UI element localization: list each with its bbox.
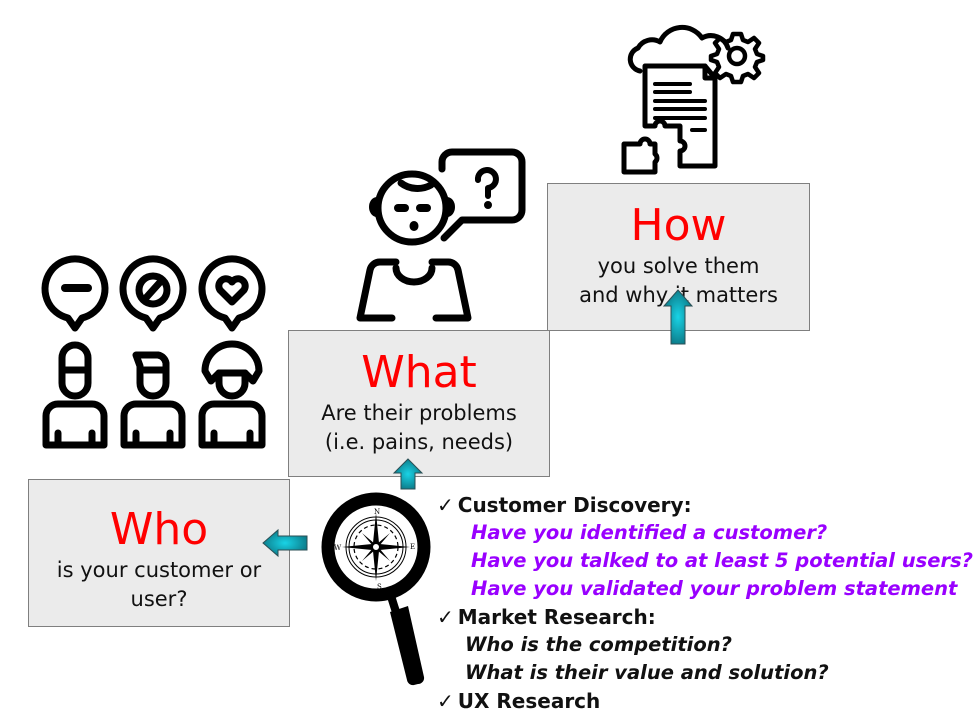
question-item: Who is the competition? <box>465 633 732 656</box>
cloud-document-gear-puzzle-icon <box>620 24 770 176</box>
section-market-research: ✓Market Research: <box>437 603 955 631</box>
section-heading: Customer Discovery: <box>457 493 692 517</box>
question-item: What is their value and solution? <box>465 661 829 684</box>
question-item: Have you identified a customer? <box>471 521 828 544</box>
how-title: How <box>630 200 727 251</box>
section-customer-discovery: ✓Customer Discovery: <box>437 491 955 519</box>
who-subtitle-line-1: is your customer or <box>56 558 262 582</box>
arrow-up-to-how <box>662 289 694 345</box>
magnifier-compass-icon: N E W S <box>318 487 438 692</box>
svg-text:E: E <box>410 543 415 551</box>
what-subtitle-line-1: Are their problems <box>321 401 517 425</box>
checkmark-icon: ✓ <box>437 493 454 517</box>
question-item: Have you validated your problem statemen… <box>471 577 958 600</box>
research-checklist: ✓Customer Discovery: Have you identified… <box>437 491 973 715</box>
how-box: How you solve them and why it matters <box>547 183 810 331</box>
section-ux-research: ✓UX Research <box>437 687 955 715</box>
three-users-speech-bubbles-icon <box>40 255 272 458</box>
who-box: Who is your customer or user? <box>28 479 290 627</box>
what-box: What Are their problems (i.e. pains, nee… <box>288 330 550 477</box>
section-heading: Market Research: <box>457 605 656 629</box>
what-title: What <box>361 347 477 398</box>
section-heading: UX Research <box>457 689 601 713</box>
how-subtitle-line-1: you solve them <box>597 254 760 278</box>
who-subtitle-line-2: user? <box>130 587 188 611</box>
checkmark-icon: ✓ <box>437 605 454 629</box>
question-item: Have you talked to at least 5 potential … <box>471 549 973 572</box>
svg-text:W: W <box>334 544 342 552</box>
who-title: Who <box>109 504 209 555</box>
svg-text:S: S <box>377 583 382 591</box>
person-question-bubble-icon <box>352 140 527 325</box>
arrow-left-to-who <box>262 528 308 558</box>
checkmark-icon: ✓ <box>437 689 454 713</box>
what-subtitle-line-2: (i.e. pains, needs) <box>324 430 514 454</box>
compass-rose-icon: N E W S <box>334 508 415 591</box>
svg-text:N: N <box>374 508 380 516</box>
arrow-up-to-what <box>392 458 424 490</box>
